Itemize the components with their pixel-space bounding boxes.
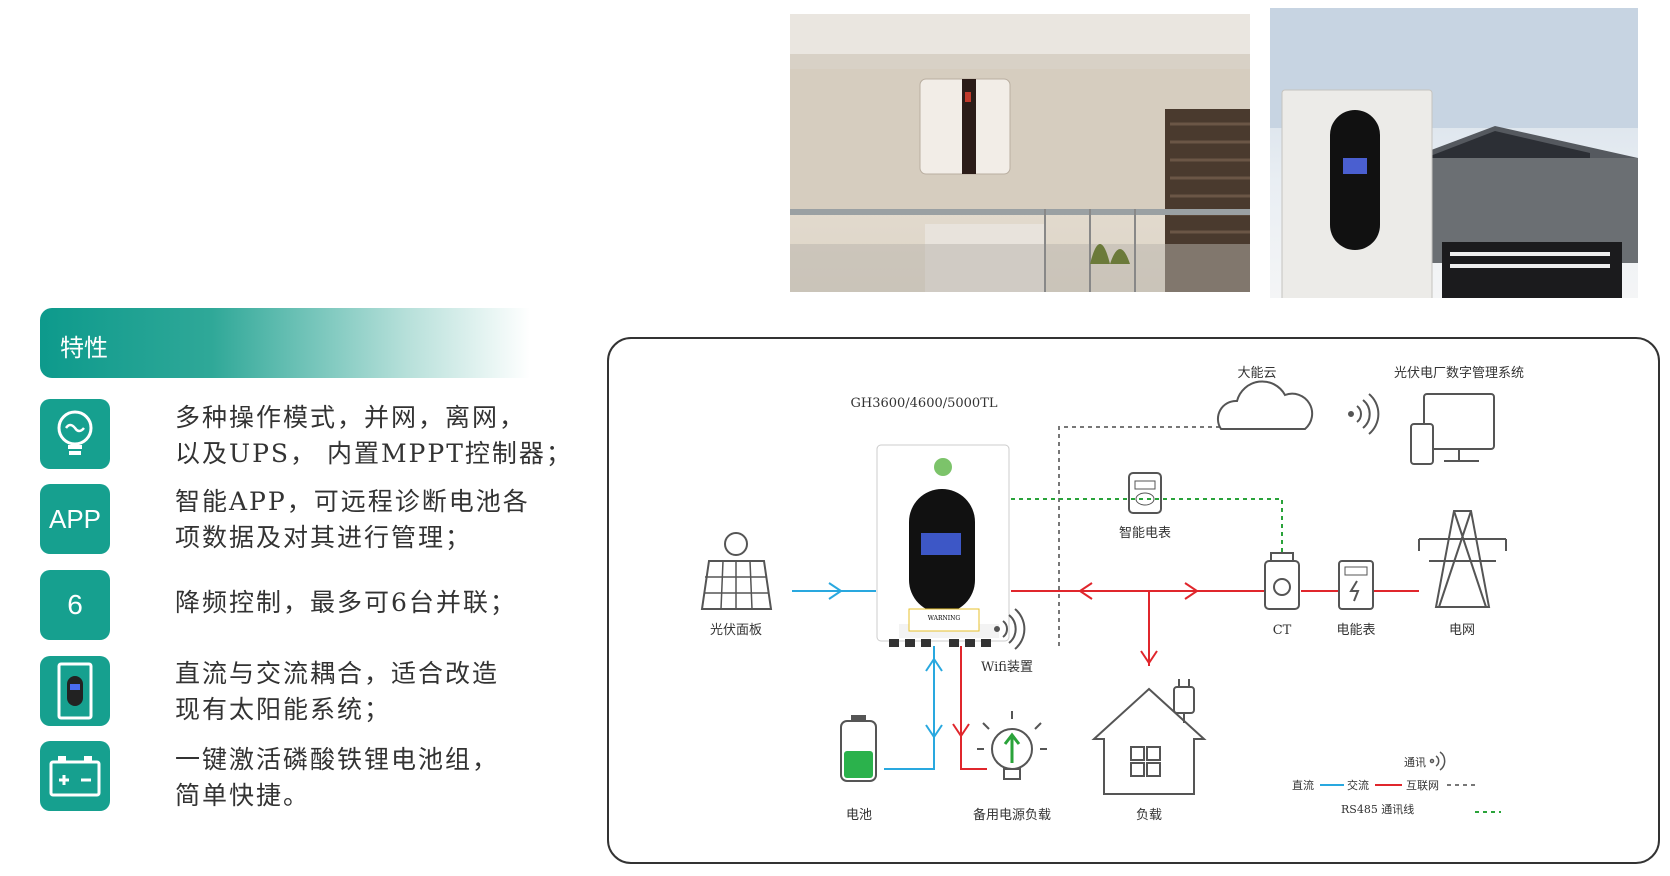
feature-text-line: 项数据及对其进行管理； bbox=[175, 523, 473, 552]
cloud-icon bbox=[1216, 380, 1314, 430]
wifi-device-icon bbox=[994, 608, 1026, 650]
ct-icon bbox=[1264, 552, 1300, 610]
energy-meter-label: 电能表 bbox=[1336, 623, 1375, 638]
warning-label: WARNING bbox=[908, 608, 980, 632]
monitor-label: 光伏电厂数字管理系统 bbox=[1394, 366, 1524, 381]
wall-mounted-inverter-photo bbox=[790, 14, 1250, 292]
load-label: 负载 bbox=[1136, 808, 1162, 823]
battery-dc-line bbox=[884, 646, 943, 770]
solar-panel-label: 光伏面板 bbox=[710, 623, 762, 638]
battery-icon bbox=[40, 741, 110, 811]
feature-text-1: 多种操作模式，并网，离网， 以及UPS， 内置MPPT控制器； bbox=[175, 400, 573, 472]
rs485-dashed-line bbox=[1011, 498, 1283, 552]
legend: 通讯 直流 交流 互联网 RS485 通讯线 bbox=[1292, 751, 1501, 816]
warning-text: WARNING bbox=[928, 615, 961, 622]
feature-text-5: 一键激活磷酸铁锂电池组， 简单快捷。 bbox=[175, 742, 499, 814]
grid-tower-icon bbox=[1418, 510, 1507, 608]
feature-text-line: 直流与交流耦合，适合改造 bbox=[175, 659, 500, 688]
monitor-icon bbox=[1410, 393, 1495, 465]
legend-rs485-label: RS485 通讯线 bbox=[1341, 802, 1414, 816]
feature-text-line: 以及UPS， 内置MPPT控制器； bbox=[175, 439, 573, 468]
energy-meter-icon bbox=[1338, 560, 1374, 610]
solar-dc-line bbox=[792, 582, 876, 600]
backup-load-label: 备用电源负载 bbox=[973, 807, 1051, 823]
solar-panel-icon bbox=[700, 532, 773, 610]
legend-internet-label: 互联网 bbox=[1406, 779, 1439, 792]
feature-text-line: 降频控制，最多可6台并联； bbox=[175, 588, 517, 617]
feature-text-2: 智能APP，可远程诊断电池各 项数据及对其进行管理； bbox=[175, 484, 530, 556]
cloud-label: 大能云 bbox=[1237, 366, 1276, 381]
backup-load-bulb-icon bbox=[977, 711, 1047, 780]
house-load-icon bbox=[1091, 679, 1207, 795]
backup-ac-line bbox=[952, 646, 987, 770]
system-diagram: WARNING GH3600/4600/5000TL 光伏面板 大能云 光伏电厂… bbox=[607, 337, 1660, 864]
app-icon-label: APP bbox=[48, 503, 102, 534]
feature-text-line: 一键激活磷酸铁锂电池组， bbox=[175, 745, 500, 774]
inverter-unit: WARNING bbox=[876, 444, 1010, 647]
wireless-signal-icon bbox=[1348, 393, 1380, 435]
model-label: GH3600/4600/5000TL bbox=[850, 396, 997, 411]
feature-text-line: 智能APP，可远程诊断电池各 bbox=[175, 487, 530, 516]
smart-meter-icon bbox=[1128, 472, 1162, 514]
battery-device-icon bbox=[840, 715, 877, 782]
feature-text-line: 简单快捷。 bbox=[175, 781, 311, 810]
number-six-label: 6 bbox=[67, 589, 83, 620]
feature-text-line: 现有太阳能系统； bbox=[175, 695, 392, 724]
app-icon: APP bbox=[40, 484, 110, 554]
internet-dashed-line bbox=[1058, 426, 1224, 646]
grid-label: 电网 bbox=[1449, 623, 1475, 638]
features-header: 特性 bbox=[40, 308, 530, 378]
legend-comm-label: 通讯 bbox=[1404, 756, 1426, 769]
legend-dc-label: 直流 bbox=[1292, 778, 1314, 792]
standalone-inverter-photo bbox=[1270, 8, 1638, 298]
feature-text-4: 直流与交流耦合，适合改造 现有太阳能系统； bbox=[175, 656, 499, 728]
legend-ac-label: 交流 bbox=[1347, 778, 1369, 792]
number-six-icon: 6 bbox=[40, 570, 110, 640]
feature-text-line: 多种操作模式，并网，离网， bbox=[175, 403, 527, 432]
ct-label: CT bbox=[1273, 623, 1292, 638]
battery-label: 电池 bbox=[846, 808, 872, 823]
wifi-label: Wifi装置 bbox=[981, 660, 1033, 675]
grid-ac-line bbox=[1011, 582, 1419, 666]
smart-meter-label: 智能电表 bbox=[1119, 526, 1171, 541]
lightbulb-icon bbox=[40, 399, 110, 469]
feature-text-3: 降频控制，最多可6台并联； bbox=[175, 585, 517, 621]
features-title: 特性 bbox=[60, 334, 108, 362]
inverter-device-icon bbox=[40, 656, 110, 726]
